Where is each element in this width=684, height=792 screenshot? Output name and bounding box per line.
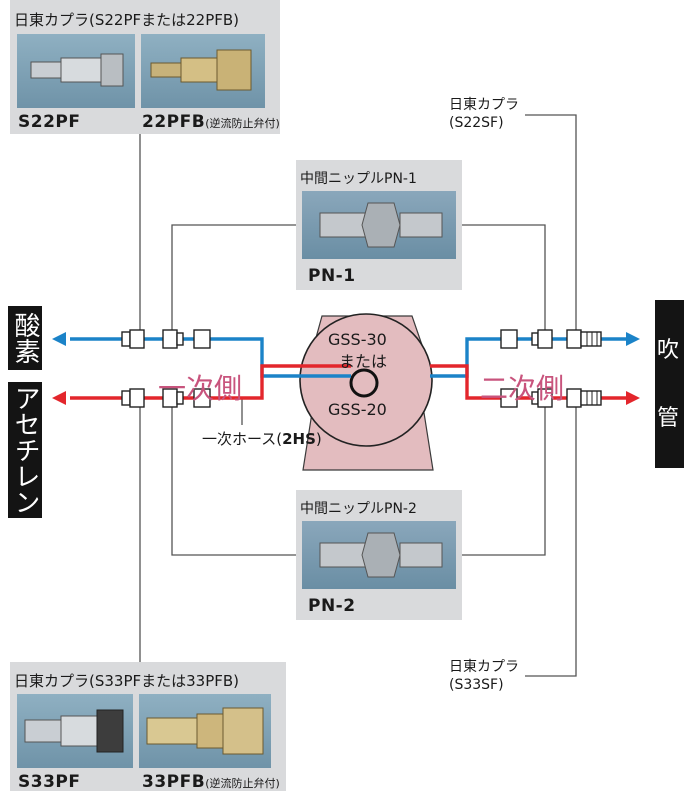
coupler-illustration — [24, 709, 124, 753]
coupler-top-right-line2: (S22SF) — [449, 115, 504, 131]
acetylene-arrow-left — [52, 391, 66, 405]
nipple-photo-pn1 — [302, 191, 456, 259]
coupler-photo-s22pf — [17, 34, 135, 108]
oxygen-arrow-right — [626, 332, 640, 346]
secondary-side-label: 二次側 — [480, 372, 565, 405]
acetylene-arrow-right — [626, 391, 640, 405]
pn1-panel: 中間ニップルPN-1 PN-1 — [296, 160, 462, 290]
oxygen-fittings-right — [500, 329, 602, 349]
regulator-port — [349, 368, 379, 398]
coupler-bottom-right-line1: 日東カプラ — [449, 659, 519, 675]
oxygen-fittings-left — [121, 329, 211, 349]
label-pn1: PN-1 — [308, 266, 356, 286]
regulator-label-line2: または — [339, 352, 388, 371]
coupler-illustration — [150, 49, 252, 91]
regulator-label-line1: GSS-30 — [328, 330, 387, 349]
oxygen-arrow-left — [52, 332, 66, 346]
label-s33pf: S33PF — [18, 772, 81, 792]
hose-model: 2HS — [282, 430, 316, 448]
coupler-illustration — [30, 53, 124, 87]
coupler-photo-22pfb — [141, 34, 265, 108]
pn2-title: 中間ニップルPN-2 — [300, 501, 417, 517]
bottom-panel-title: 日東カプラ(S33PFまたは33PFB) — [14, 672, 240, 690]
nipple-illustration — [319, 532, 443, 578]
label-22pfb: 22PFB(逆流防止弁付) — [142, 112, 280, 132]
top-coupler-panel: 日東カプラ(S22PFまたは22PFB) S22PF 22PFB(逆流防止弁付) — [10, 0, 280, 134]
nipple-illustration — [319, 202, 443, 248]
coupler-illustration — [146, 707, 264, 755]
oxygen-side-label: 酸素 — [8, 306, 42, 370]
coupler-bottom-right-line2: (S33SF) — [449, 677, 504, 693]
acetylene-side-label: アセチレン — [8, 382, 42, 518]
hose-barb-ribs — [586, 332, 598, 405]
torch-label-char-1: 吹 — [657, 338, 680, 363]
pn1-title: 中間ニップルPN-1 — [300, 171, 417, 187]
leader-lines — [139, 114, 577, 677]
top-panel-title: 日東カプラ(S22PFまたは22PFB) — [14, 11, 240, 29]
coupler-top-right-line1: 日東カプラ — [449, 97, 519, 113]
torch-label-char-2: 管 — [657, 406, 680, 431]
label-pn2: PN-2 — [308, 596, 356, 616]
bottom-coupler-panel: 日東カプラ(S33PFまたは33PFB) S33PF 33PFB(逆流防止弁付) — [10, 662, 286, 792]
label-33pfb: 33PFB(逆流防止弁付) — [142, 772, 280, 792]
coupler-bottom-right-label: 日東カプラ (S33SF) — [449, 658, 519, 694]
primary-hose-label: 一次ホース(2HS) — [202, 428, 322, 449]
nipple-photo-pn2 — [302, 521, 456, 589]
acetylene-fittings-right — [500, 388, 602, 408]
acetylene-fittings-left — [121, 388, 211, 408]
torch-side-label: 吹 管 — [655, 300, 684, 468]
hose-label-text: 一次ホース( — [202, 430, 283, 448]
pn2-panel: 中間ニップルPN-2 PN-2 — [296, 490, 462, 620]
regulator-gauge — [299, 313, 433, 447]
primary-side-label: 一次側 — [158, 372, 243, 405]
hose-label-close: ) — [315, 430, 322, 448]
coupler-top-right-label: 日東カプラ (S22SF) — [449, 96, 519, 132]
coupler-photo-33pfb — [139, 694, 271, 768]
coupler-photo-s33pf — [17, 694, 133, 768]
regulator-label-line3: GSS-20 — [328, 400, 387, 419]
label-s22pf: S22PF — [18, 112, 81, 132]
